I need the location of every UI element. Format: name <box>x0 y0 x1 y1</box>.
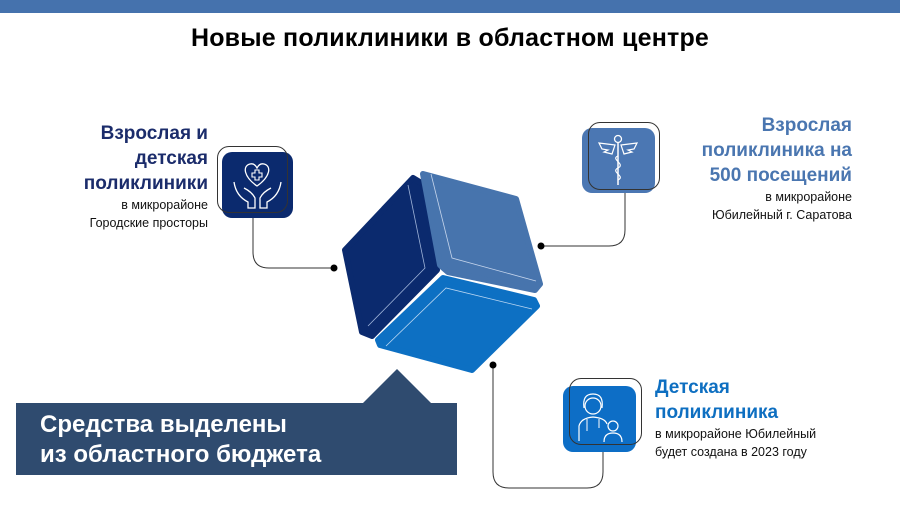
connector-dot <box>489 361 497 369</box>
clinic-location: Юбилейный г. Саратова <box>711 208 852 222</box>
clinic-heading: Взрослая <box>761 115 852 136</box>
connector-bottom <box>492 365 604 489</box>
clinic-heading: поликлиники <box>83 173 208 194</box>
clinic-location: в микрорайоне Юбилейный <box>655 427 817 441</box>
top-bar <box>0 0 900 13</box>
heart-hands-icon <box>233 163 282 209</box>
funding-banner <box>16 403 457 475</box>
connector-dot <box>537 242 545 250</box>
connector-right <box>541 193 626 247</box>
clinic-heading: детская <box>134 148 208 169</box>
clinic-heading: Детская <box>655 377 730 398</box>
icon-frame <box>217 146 288 213</box>
funding-banner-text: Средства выделены из областного бюджета <box>40 410 321 470</box>
clinic-heading: поликлиника <box>655 402 779 423</box>
banner-line: из областного бюджета <box>40 441 322 468</box>
cube-bottom-face <box>375 275 540 373</box>
caduceus-icon <box>597 134 639 185</box>
page-title: Новые поликлиники в областном центре <box>190 24 710 52</box>
clinic-location: в микрорайоне <box>121 198 208 212</box>
clinic-child: Детская поликлиника в микрорайоне Юбилей… <box>655 375 885 461</box>
clinic-heading: Взрослая и <box>100 123 208 144</box>
icon-frame <box>588 122 660 190</box>
clinic-adult-child: Взрослая и детская поликлиники в микрора… <box>20 121 208 232</box>
connector-left <box>252 217 334 269</box>
banner-pointer <box>362 369 432 404</box>
clinic-location: Городские просторы <box>89 216 208 230</box>
banner-line: Средства выделены <box>40 411 287 438</box>
clinic-heading: 500 посещений <box>709 165 852 186</box>
cube-top-right-face <box>420 171 543 293</box>
connector-dot <box>330 264 338 272</box>
clinic-location: будет создана в 2023 году <box>655 445 807 459</box>
icon-frame <box>569 378 642 445</box>
clinic-location: в микрорайоне <box>765 190 852 204</box>
doctor-child-icon <box>578 393 623 443</box>
clinic-adult: Взрослая поликлиника на 500 посещений в … <box>620 113 852 224</box>
clinic-heading: поликлиника на <box>701 140 852 161</box>
